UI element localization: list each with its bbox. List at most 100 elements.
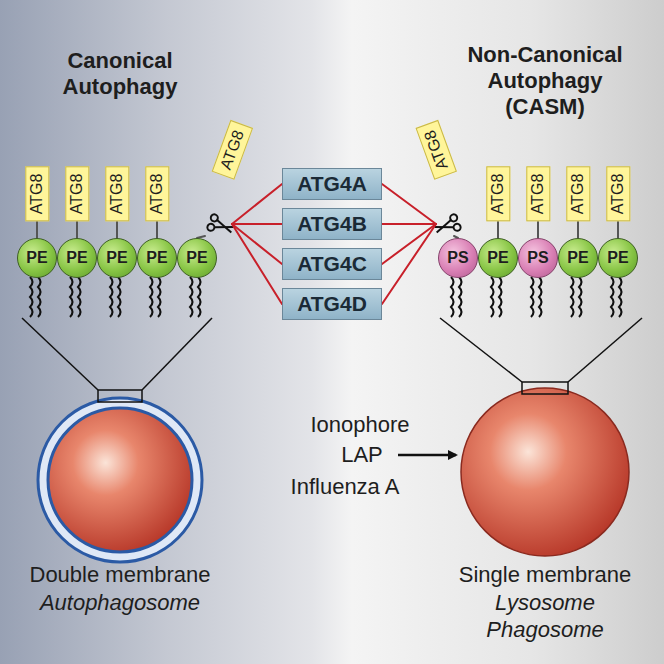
conjugation-bond [36, 221, 38, 238]
node-text: PE [106, 249, 127, 267]
atg8-protein: ATG8 [486, 167, 510, 222]
atg4-enzyme: ATG4C [282, 248, 382, 280]
cleavage-line [382, 184, 436, 224]
conjugation-bond [537, 221, 539, 238]
atg8-protein: ATG8 [145, 167, 169, 222]
cleavage-line [382, 224, 436, 304]
node-text: ATG8 [421, 128, 452, 172]
cleavage-line [232, 223, 282, 225]
compartment-name: Lysosome [445, 590, 645, 616]
node-text: ATG8 [68, 174, 86, 215]
conjugation-bond [617, 221, 619, 238]
panel-heading: Non-Canonical Autophagy (CASM) [460, 42, 630, 120]
lipid-head: PE [598, 238, 638, 278]
cleavage-line [232, 184, 282, 224]
lipid-tail [110, 277, 113, 317]
lipid-tail [459, 277, 462, 317]
lipid-tail [531, 277, 534, 317]
node-text: PE [26, 249, 47, 267]
node-text: PE [487, 249, 508, 267]
node-text: PS [447, 249, 468, 267]
node-text: ATG8 [489, 174, 507, 215]
atg8-protein: ATG8 [566, 167, 590, 222]
cleavage-line [232, 224, 282, 304]
lipid-tail [571, 277, 574, 317]
node-text: PE [146, 249, 167, 267]
node-text: ATG4B [297, 212, 367, 236]
label: Ionophore [295, 412, 425, 438]
lipid-head: PE [57, 238, 97, 278]
atg8-protein: ATG8 [105, 167, 129, 222]
lipid-tail [190, 277, 193, 317]
node-text: ATG8 [217, 128, 248, 172]
lipid-head: PS [438, 238, 478, 278]
atg8-protein: ATG8 [526, 167, 550, 222]
atg8-protein: ATG8 [606, 167, 630, 222]
node-text: PE [607, 249, 628, 267]
node-text: PS [527, 249, 548, 267]
atg4-enzyme: ATG4A [282, 168, 382, 200]
lipid-tail [611, 277, 614, 317]
lipid-tail [619, 277, 622, 317]
cleavage-line [382, 224, 436, 264]
lipid-tail [451, 277, 454, 317]
cleavage-line [232, 224, 282, 264]
lipid-tail [499, 277, 502, 317]
lipid-head: PE [97, 238, 137, 278]
lipid-tail [38, 277, 41, 317]
label: Single membrane [445, 562, 645, 588]
label: Influenza A [280, 474, 410, 500]
node-text: ATG8 [148, 174, 166, 215]
conjugation-bond [577, 221, 579, 238]
node-text: ATG8 [28, 174, 46, 215]
lysosome [461, 388, 629, 556]
node-text: PE [567, 249, 588, 267]
conjugation-bond [76, 221, 78, 238]
atg8-protein: ATG8 [415, 120, 456, 180]
lipid-tail [118, 277, 121, 317]
node-text: ATG8 [609, 174, 627, 215]
node-text: ATG4D [297, 292, 367, 316]
node-text: ATG4C [297, 252, 367, 276]
panel-heading: Canonical Autophagy [50, 48, 190, 100]
node-text: ATG4A [297, 172, 367, 196]
scissors [206, 213, 235, 237]
scissors [433, 213, 462, 237]
atg8-protein: ATG8 [65, 167, 89, 222]
conjugation-bond [116, 221, 118, 238]
lipid-head: PE [137, 238, 177, 278]
autophagosome [38, 398, 202, 562]
atg8-protein: ATG8 [25, 167, 49, 222]
lipid-head: PE [478, 238, 518, 278]
node-text: ATG8 [569, 174, 587, 215]
atg4-enzyme: ATG4D [282, 288, 382, 320]
node-text: ATG8 [108, 174, 126, 215]
label: Double membrane [20, 562, 220, 588]
lipid-tail [198, 277, 201, 317]
lipid-head: PE [177, 238, 217, 278]
zoom-bracket [22, 318, 212, 402]
lipid-head: PE [17, 238, 57, 278]
cleavage-line [382, 223, 436, 225]
lipid-tail [150, 277, 153, 317]
compartment-name: Autophagosome [20, 590, 220, 616]
atg8-protein: ATG8 [211, 120, 252, 180]
node-text: PE [66, 249, 87, 267]
node-text: ATG8 [529, 174, 547, 215]
lipid-tail [158, 277, 161, 317]
lipid-tail [30, 277, 33, 317]
atg4-enzyme: ATG4B [282, 208, 382, 240]
compartment-name: Phagosome [445, 617, 645, 643]
node-text: PE [186, 249, 207, 267]
lipid-tail [579, 277, 582, 317]
lipid-head: PS [518, 238, 558, 278]
label: LAP [332, 442, 392, 468]
zoom-bracket [440, 318, 642, 394]
conjugation-bond [156, 221, 158, 238]
lipid-tail [78, 277, 81, 317]
lipid-tail [491, 277, 494, 317]
conjugation-bond [497, 221, 499, 238]
lipid-head: PE [558, 238, 598, 278]
lipid-tail [539, 277, 542, 317]
